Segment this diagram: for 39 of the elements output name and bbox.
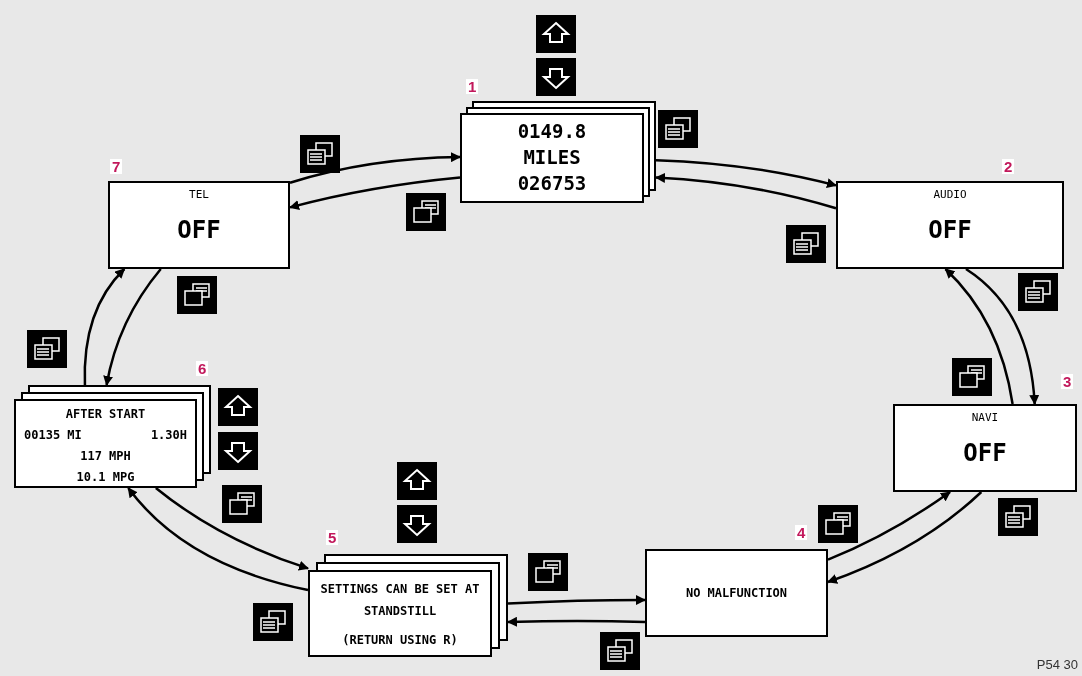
display-text: NO MALFUNCTION: [685, 585, 788, 602]
display-text: 10.1 MPG: [76, 469, 135, 486]
arrow: [155, 487, 309, 571]
step-number: 4: [795, 525, 808, 540]
display-title: NAVI: [971, 410, 999, 426]
step-number: 1: [466, 79, 479, 94]
arrow: [83, 268, 126, 385]
display-value: OFF: [928, 214, 972, 246]
figure-code: P54 30: [1036, 655, 1078, 674]
display-text: (RETURN USING R): [342, 632, 458, 649]
arrow: [827, 491, 983, 584]
arrow: [507, 616, 646, 627]
display-text: 117 MPH: [80, 448, 131, 465]
arrow: [507, 595, 646, 606]
display-text: 0149.8: [517, 120, 587, 145]
step-number: 2: [1002, 159, 1015, 174]
display-title: TEL: [189, 187, 209, 203]
arrow: [289, 176, 461, 210]
arrow: [827, 490, 951, 561]
arrow: [655, 158, 837, 189]
arrow: [965, 267, 1039, 405]
arrow: [103, 268, 162, 386]
step-number: 7: [110, 159, 123, 174]
arrow: [655, 173, 837, 210]
display-value: OFF: [177, 214, 221, 246]
step-number: 3: [1061, 374, 1074, 389]
display-text: SETTINGS CAN BE SET AT STANDSTILL: [319, 581, 481, 620]
step-number: 5: [326, 530, 339, 545]
step-number: 6: [196, 361, 209, 376]
display-title: AUDIO: [933, 187, 967, 203]
display-value: OFF: [963, 437, 1007, 469]
arrow: [944, 268, 1014, 405]
arrow: [127, 487, 309, 592]
display-text: 1.30H: [150, 427, 187, 444]
display-text: 00135 MI: [24, 427, 82, 444]
display-text: 026753: [517, 171, 587, 196]
arrow: [289, 152, 461, 184]
display-text: AFTER START: [65, 406, 146, 423]
display-text: MILES: [523, 146, 581, 170]
